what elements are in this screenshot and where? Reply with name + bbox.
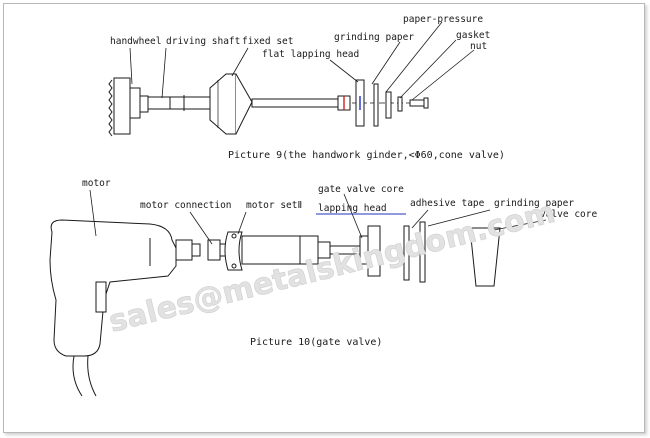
valve-core-part <box>469 227 501 287</box>
label-motor-set: motor setⅡ <box>246 200 302 211</box>
label-adhesive-tape: adhesive tape <box>410 198 485 209</box>
label-grinding-paper-2: grinding paper <box>494 198 574 209</box>
figure-2-caption: Picture 10(gate valve) <box>250 337 382 348</box>
label-nut: nut <box>470 41 487 52</box>
label-grinding-paper-1: grinding paper <box>334 32 414 43</box>
motor-chuck-part <box>175 239 201 261</box>
label-motor-connection: motor connection <box>140 200 232 211</box>
label-fixed-set: fixed set <box>242 36 293 47</box>
motor-set-part <box>224 231 331 271</box>
figure-1-handwork-grinder <box>108 21 475 137</box>
label-handwheel: handwheel <box>110 36 161 47</box>
motor-connection-part <box>207 239 229 261</box>
lapping-rod-part <box>251 95 351 111</box>
label-paper-pressure: paper-pressure <box>403 14 483 25</box>
paper-pressure-part <box>385 91 392 119</box>
motor-body-part <box>49 219 177 397</box>
label-motor: motor <box>82 178 111 189</box>
grinding-paper-2-part <box>419 221 426 283</box>
figure-2-leader-lines <box>89 189 547 245</box>
label-valve-core: valve core <box>540 209 597 220</box>
label-gate-valve-core: gate valve core <box>318 184 404 195</box>
lapping-head-part <box>329 225 381 277</box>
gasket-part <box>397 96 403 112</box>
figure-1-caption: Picture 9(the handwork ginder,<Φ60,cone … <box>228 150 505 161</box>
nut-part <box>409 97 429 109</box>
label-flat-lapping-head: flat lapping head <box>262 49 359 60</box>
grinding-paper-part <box>373 83 379 127</box>
figure-1-leader-lines <box>129 21 475 101</box>
fixed-set-part <box>209 73 253 135</box>
label-gasket: gasket <box>456 30 490 41</box>
label-driving-shaft: driving shaft <box>166 36 240 47</box>
flat-lapping-head-part <box>355 79 365 127</box>
label-lapping-head: lapping head <box>318 203 387 214</box>
driving-shaft-part <box>147 95 211 111</box>
figure-2-gate-valve <box>49 189 547 397</box>
figure-frame <box>3 3 645 433</box>
adhesive-tape-part <box>403 225 410 281</box>
handwheel-part <box>108 77 149 137</box>
